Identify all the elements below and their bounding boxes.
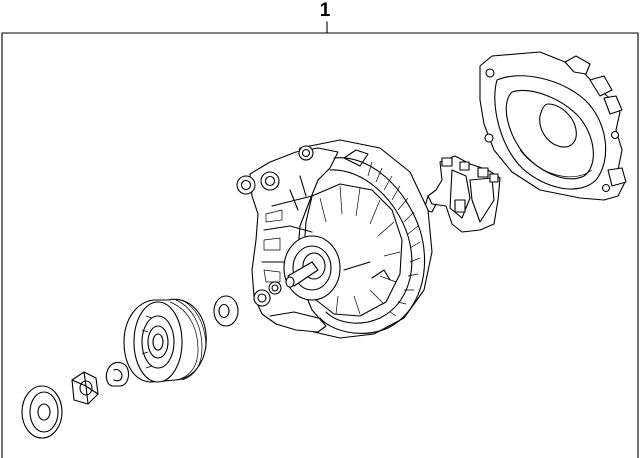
callout-number: 1 <box>319 0 331 21</box>
rear-cover <box>479 51 627 201</box>
voltage-regulator <box>423 155 501 233</box>
key-clip <box>105 361 130 387</box>
diagram-frame <box>1 21 639 458</box>
pulley <box>123 298 207 383</box>
alternator-body <box>236 139 433 339</box>
spacer-washer <box>213 295 239 327</box>
hex-nut <box>71 371 99 405</box>
flat-washer <box>21 385 63 439</box>
